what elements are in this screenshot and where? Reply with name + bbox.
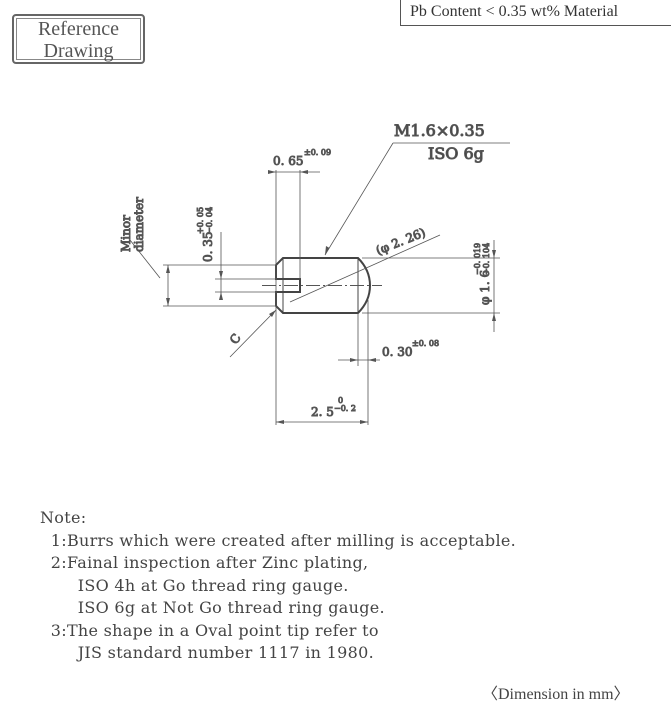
slot-depth-tol-lower: −0. 04: [205, 207, 214, 234]
slot-width: 0. 65: [273, 154, 304, 168]
reference-drawing-stamp: Reference Drawing: [12, 14, 145, 64]
note-line: ISO 4h at Go thread ring gauge.: [40, 575, 349, 595]
overall-length: 2. 5: [311, 405, 334, 419]
arrowheads: [166, 170, 496, 424]
slot-depth: 0. 35: [201, 231, 215, 262]
outer-diameter: φ 1. 6: [478, 270, 492, 305]
stamp-line-2: Drawing: [43, 40, 114, 62]
note-line: 2:Fainal inspection after Zinc plating,: [40, 553, 369, 572]
tip-length-tol: ±0. 08: [412, 339, 439, 348]
slot-depth-tol-upper: +0. 05: [196, 207, 205, 234]
length-tol-lower: −0. 2: [334, 404, 356, 413]
note-line: ISO 6g at Not Go thread ring gauge.: [40, 598, 385, 617]
thread-spec: M1.6×0.35: [394, 121, 485, 140]
thread-class: ISO 6g: [428, 144, 484, 163]
material-note: Pb Content < 0.35 wt% Material: [400, 0, 671, 26]
minor-diameter-label-2: diameter: [132, 197, 146, 252]
outer-diameter-tol-upper: −0. 019: [473, 243, 482, 275]
chamfer-label: C: [227, 331, 244, 347]
tip-length: 0. 30: [382, 345, 413, 359]
note-line: 3:The shape in a Oval point tip refer to: [40, 620, 379, 640]
notes-block: Note: 1:Burrs which were created after m…: [40, 507, 516, 665]
minor-diameter-label-1: Minor: [119, 215, 133, 252]
part-drawing: M1.6×0.35 ISO 6g 0. 65 ±0. 09 0. 35 +0. …: [119, 121, 510, 425]
note-line: JIS standard number 1117 in 1980.: [40, 643, 374, 662]
slot-width-tol: ±0. 09: [304, 148, 331, 157]
length-tol-upper: 0: [338, 396, 343, 405]
notes-title: Note:: [40, 508, 87, 527]
stamp-line-1: Reference: [37, 18, 120, 40]
outer-diameter-tol-lower: −0. 104: [482, 243, 491, 275]
units-note: 〈Dimension in mm〉: [482, 686, 630, 703]
extension-lines: [129, 142, 510, 425]
note-line: 1:Burrs which were created after milling…: [40, 530, 517, 550]
